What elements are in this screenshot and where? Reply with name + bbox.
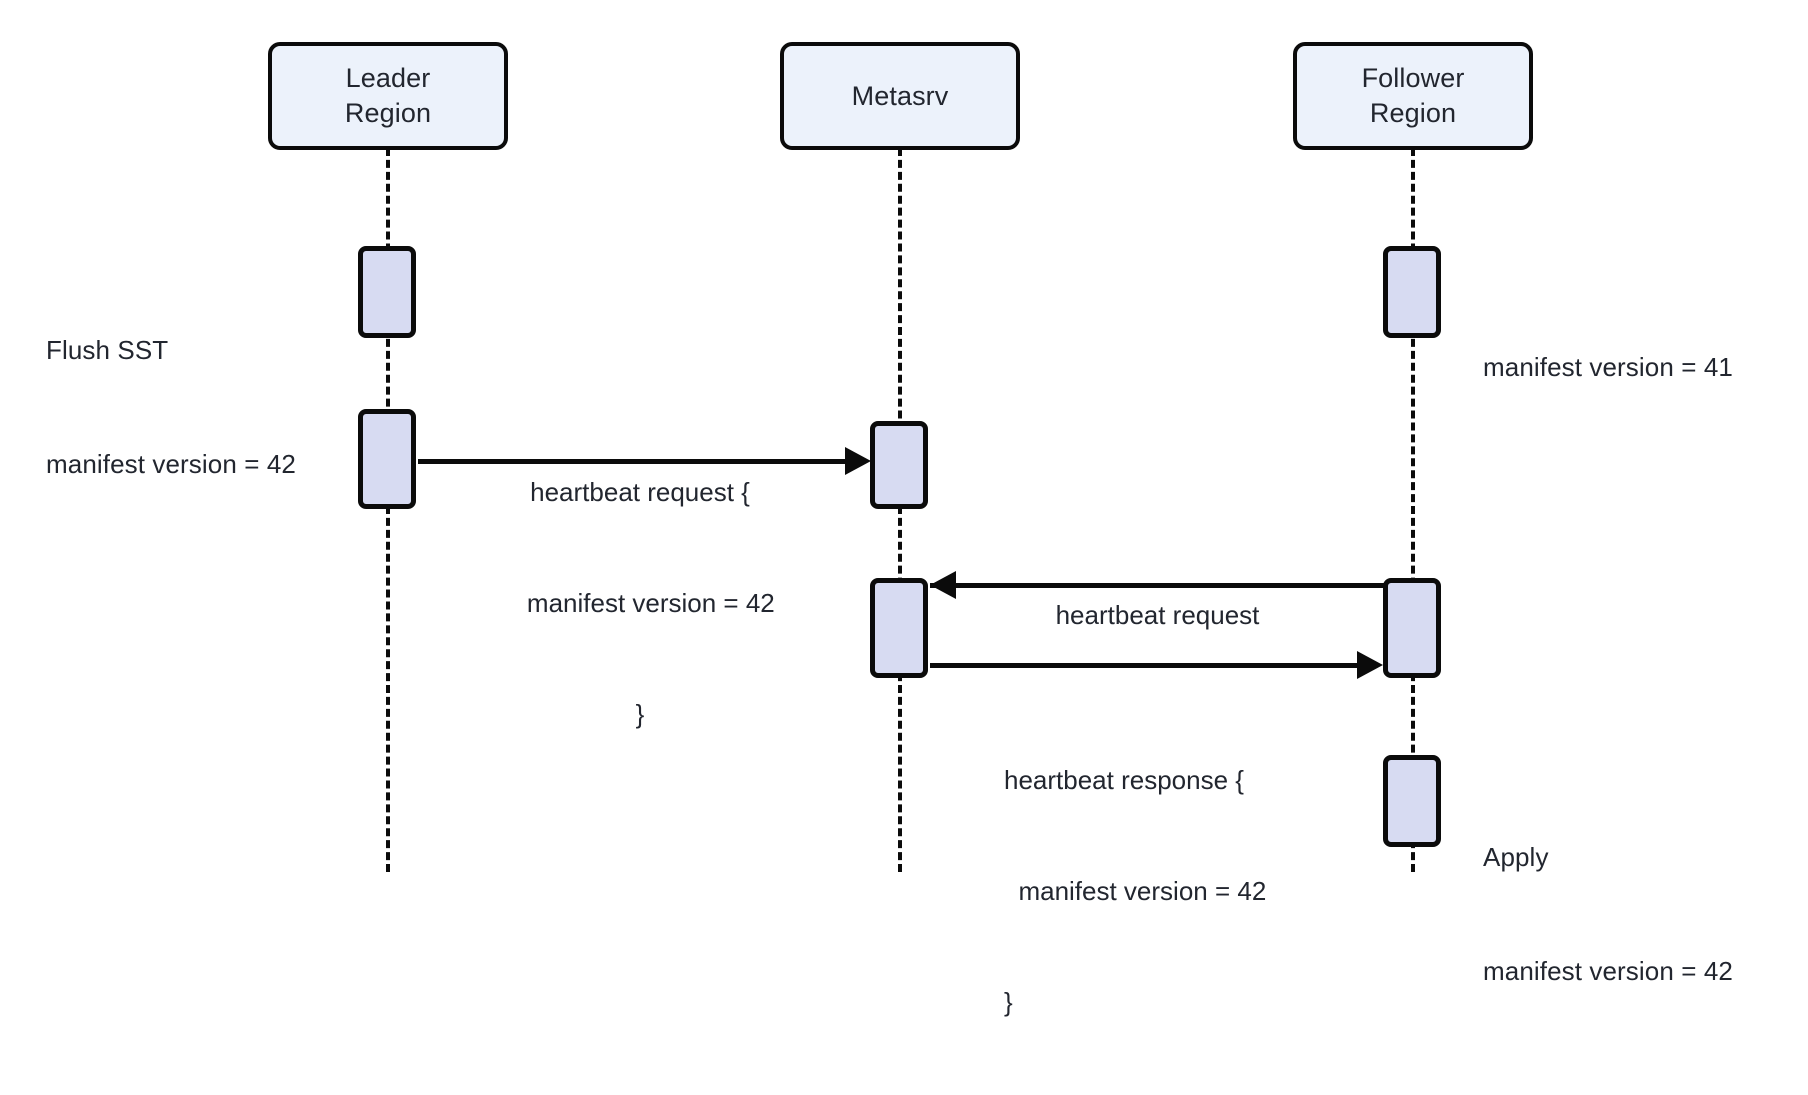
note-follower-manifest-version: manifest version = 41 bbox=[1483, 272, 1783, 462]
activation-metasrv-follower-exchange[interactable] bbox=[870, 578, 928, 678]
lifeline-follower bbox=[1411, 148, 1415, 872]
message-label-heartbeat-response: heartbeat response { manifest version = … bbox=[1000, 688, 1400, 1095]
activation-follower-initial[interactable] bbox=[1383, 246, 1441, 338]
lifeline-metasrv bbox=[898, 148, 902, 872]
participant-leader-region[interactable]: Leader Region bbox=[268, 42, 508, 150]
participant-follower-region[interactable]: Follower Region bbox=[1293, 42, 1533, 150]
activation-leader-heartbeat[interactable] bbox=[358, 409, 416, 509]
activation-metasrv-leader-heartbeat[interactable] bbox=[870, 421, 928, 509]
note-line: Flush SST bbox=[46, 335, 169, 365]
note-line: Apply bbox=[1483, 842, 1549, 872]
message-label-follower-heartbeat: heartbeat request bbox=[930, 523, 1385, 708]
message-label-leader-heartbeat: heartbeat request { manifest version = 4… bbox=[460, 400, 820, 807]
note-line: manifest version = 41 bbox=[1483, 352, 1733, 382]
message-line-follower-heartbeat bbox=[930, 583, 1385, 588]
arrow-head-heartbeat-response bbox=[1357, 651, 1383, 679]
activation-leader-flush[interactable] bbox=[358, 246, 416, 338]
message-label-line: } bbox=[1000, 987, 1017, 1017]
note-line: manifest version = 42 bbox=[46, 449, 296, 479]
lifeline-leader bbox=[386, 148, 390, 872]
sequence-diagram-canvas: Leader Region Metasrv Follower Region he… bbox=[46, 42, 1783, 1017]
message-line-heartbeat-response bbox=[930, 663, 1370, 668]
message-label-line: heartbeat response { bbox=[1000, 765, 1248, 795]
message-label-line: manifest version = 42 bbox=[1000, 876, 1271, 906]
note-flush-sst: Flush SST manifest version = 42 bbox=[46, 255, 366, 559]
message-label-line: manifest version = 42 bbox=[501, 588, 779, 618]
message-label-line: heartbeat request bbox=[1051, 600, 1264, 630]
participant-metasrv[interactable]: Metasrv bbox=[780, 42, 1020, 150]
message-label-line: heartbeat request { bbox=[526, 477, 754, 507]
activation-follower-apply[interactable] bbox=[1383, 755, 1441, 847]
message-line-leader-heartbeat bbox=[418, 459, 858, 464]
note-line: manifest version = 42 bbox=[1483, 956, 1733, 986]
message-label-line: } bbox=[631, 699, 649, 729]
arrow-head-leader-heartbeat bbox=[845, 447, 871, 475]
note-apply: Apply manifest version = 42 bbox=[1483, 762, 1783, 1066]
activation-follower-heartbeat[interactable] bbox=[1383, 578, 1441, 678]
arrow-head-follower-heartbeat bbox=[930, 571, 956, 599]
